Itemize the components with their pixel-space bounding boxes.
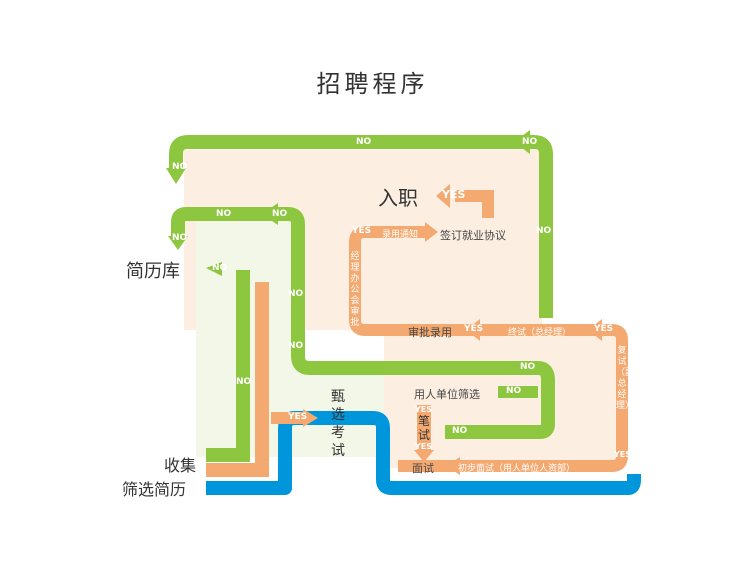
arrowhead-no-mid <box>262 203 278 225</box>
node-final-interview: 终试（总经理） <box>508 328 572 338</box>
no-label-right: NO <box>536 226 552 236</box>
node-notify-hire: 录用通知 <box>382 230 419 240</box>
no-label-employer: NO <box>506 386 522 396</box>
no-label-outer-left: NO <box>172 162 188 172</box>
arrowhead-final <box>588 319 602 341</box>
no-label-written: NO <box>452 426 468 436</box>
node-initial-interview: 初步面试（用人单位人资部） <box>458 464 576 474</box>
node-approve-hire: 审批录用 <box>408 326 452 339</box>
node-sign-agreement: 签订就业协议 <box>440 229 506 242</box>
node-screen-exam: 甄选考试 <box>331 389 345 459</box>
node-employer-screen: 用人单位筛选 <box>414 388 480 401</box>
node-resume-db: 简历库 <box>126 261 180 282</box>
no-label-inner-top: NO <box>216 209 232 219</box>
green-pipe-outer <box>169 135 553 318</box>
node-interview: 面试 <box>412 462 434 475</box>
no-label-resume-db: NO <box>212 263 228 273</box>
node-written-exam: 笔试 <box>417 414 430 442</box>
no-label-collect: NO <box>236 377 252 387</box>
yes-label-final: YES <box>594 324 614 334</box>
node-collect: 收集 <box>164 456 197 475</box>
node-screen-resume: 筛选简历 <box>122 480 187 499</box>
arrowhead-notify <box>425 222 438 242</box>
written-exam-arrowhead <box>414 450 434 462</box>
green-pipe-left <box>206 270 250 462</box>
yes-label-written: YES <box>415 442 433 451</box>
no-label-inner-bend: NO <box>288 341 304 351</box>
orange-pipe-left <box>206 282 269 477</box>
arrowhead-approve <box>466 319 480 341</box>
no-label-employer-loop: NO <box>520 362 536 372</box>
node-second-interview: 复试（副总经理） <box>616 346 635 411</box>
onboard-yes-arrowhead <box>436 184 450 208</box>
yes-label-onboard: YES <box>442 188 466 201</box>
yes-label-employer: YES <box>415 405 433 414</box>
no-label-top-right: NO <box>522 137 538 147</box>
resume-db-arrowhead <box>206 262 222 276</box>
arrowhead-no-top <box>514 130 530 154</box>
green-pipe-inner-top <box>171 207 555 439</box>
yes-label-notify: YES <box>352 226 372 236</box>
node-manager-review: 经理办公会审批 <box>350 252 360 328</box>
no-label-inner-left: NO <box>172 233 188 243</box>
arrowhead-yes-right <box>616 452 628 468</box>
yes-label-approve: YES <box>464 324 484 334</box>
node-onboard: 入职 <box>378 186 418 210</box>
orange-yes-onboard <box>455 190 494 218</box>
exam-yes-arrowhead <box>303 409 318 427</box>
arrowhead-interview <box>446 457 460 475</box>
arrowhead-no-outer <box>166 168 186 184</box>
diagram-title: 招聘程序 <box>316 70 429 98</box>
no-label-inner-vertical: NO <box>288 289 304 299</box>
arrowhead-no-inner <box>168 236 188 250</box>
yes-label-exam: YES <box>288 412 308 422</box>
no-label-top: NO <box>356 137 372 147</box>
yes-label-second: YES <box>614 450 632 459</box>
no-label-inner-top-right: NO <box>272 209 288 219</box>
